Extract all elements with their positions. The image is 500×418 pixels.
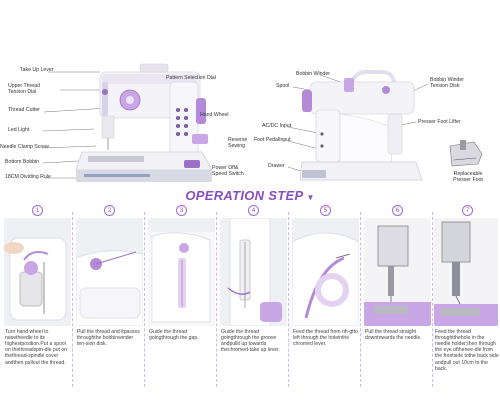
step-photo <box>76 218 143 326</box>
step-photo <box>364 218 431 326</box>
step-number: 7 <box>462 205 473 216</box>
step-divider <box>216 212 217 387</box>
label-dividing-rule: 18CM Dividing Rule <box>5 174 51 180</box>
triangle-down-icon: ▼ <box>306 193 315 202</box>
step-description: Pull the thread straight downtowards the… <box>365 329 422 342</box>
step-number: 3 <box>176 205 187 216</box>
label-foot-pedal-input: Foot PedalInput <box>254 137 291 143</box>
step-photo <box>434 218 498 326</box>
step-photo <box>292 218 359 326</box>
label-reverse-sewing: Reverse Sewing <box>228 137 248 149</box>
step-photo <box>220 218 287 326</box>
step-description: Feed the thread from rih-gtto left throu… <box>293 329 358 348</box>
step-divider <box>360 212 361 387</box>
label-hand-wheel: Hand Wheel <box>200 112 229 118</box>
presser-foot-photo <box>444 138 488 172</box>
label-ac-dc-input: AC/DC Input <box>262 123 292 129</box>
step-description: Turn hand wheel to raisetheedle to its h… <box>5 329 68 366</box>
label-take-up-lever: Take Up Lever <box>20 67 54 73</box>
label-presser-foot-lifter: Presser Foot Lifter <box>418 119 461 125</box>
step-divider <box>72 212 73 387</box>
label-led-light: Led Light <box>8 127 30 133</box>
label-upper-thread-tension-dial: Upper Thread Tension Dial <box>8 83 40 95</box>
step-divider <box>288 212 289 387</box>
label-drawer: Drawer <box>268 163 285 169</box>
operation-step-title: OPERATION STEP▼ <box>0 188 500 203</box>
label-bobbin-winder: Bobbin Winder <box>296 71 331 77</box>
label-bobbin-winder-tension-disk: Bobbin Winder Tension Disk <box>430 77 465 89</box>
sewing-machine-front-illustration <box>72 52 222 192</box>
step-photo <box>148 218 215 326</box>
step-description: Pull the thread and itpasses throughthe … <box>77 329 140 348</box>
step-divider <box>432 212 433 387</box>
step-number: 6 <box>392 205 403 216</box>
step-description: Guide the thread goingthrough the gap. <box>149 329 199 342</box>
step-photo <box>4 218 71 326</box>
step-number: 2 <box>104 205 115 216</box>
label-spool: Spool <box>276 83 290 89</box>
step-number: 1 <box>32 205 43 216</box>
step-description: Guide the thread goingthrough the groove… <box>221 329 280 354</box>
label-replaceable-presser-foot: Replaceable Presser Foot <box>453 171 483 183</box>
step-number: 4 <box>248 205 259 216</box>
sewing-machine-back-illustration <box>299 70 430 190</box>
label-pattern-selection-dial: Pattern Selection Dial <box>166 75 216 81</box>
step-number: 5 <box>320 205 331 216</box>
label-power-speed-switch: Power Off& Speed Switch <box>212 165 244 177</box>
label-bottom-bobbin: Bottom Bobbin <box>5 159 40 165</box>
step-divider <box>144 212 145 387</box>
operation-step-title-text: OPERATION STEP <box>185 188 304 203</box>
label-thread-cutter: Thread Cutter <box>8 107 41 113</box>
label-needle-clamp-screw: Needle Clamp Screw <box>0 144 49 150</box>
step-description: Feed the thread throughtthehole in the n… <box>435 329 499 372</box>
